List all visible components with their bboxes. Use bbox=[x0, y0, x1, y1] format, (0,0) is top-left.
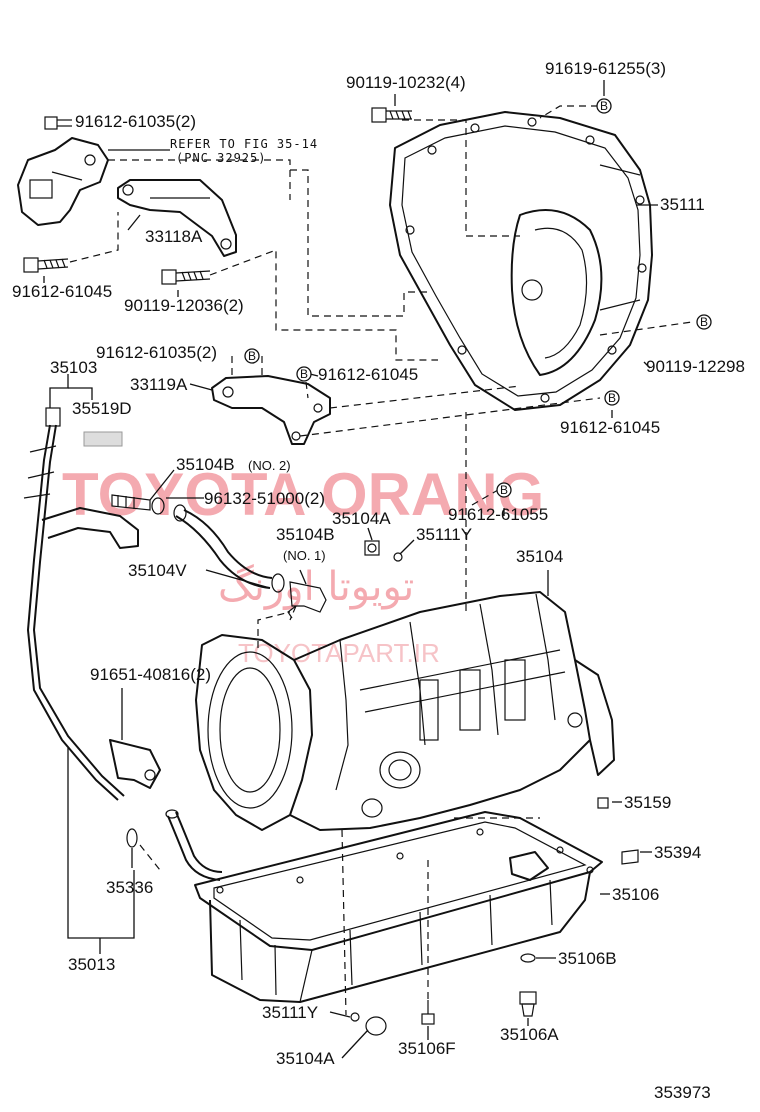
converter-housing bbox=[389, 111, 653, 411]
callout-b-mid-left: B bbox=[244, 348, 260, 364]
label-96132-51000: 96132-51000(2) bbox=[204, 489, 325, 508]
bolt-90119-12036 bbox=[161, 269, 211, 285]
bolt-91612-61035-top bbox=[44, 116, 72, 130]
oil-pan bbox=[194, 811, 603, 1003]
label-35104a-bottom: 35104A bbox=[276, 1049, 335, 1068]
label-35106a: 35106A bbox=[500, 1025, 559, 1044]
label-91612-61045-mid: 91612-61045 bbox=[318, 365, 418, 384]
callout-b-right: B bbox=[696, 314, 712, 330]
breather-plug-no2 bbox=[111, 494, 165, 515]
plug-35159 bbox=[597, 797, 609, 809]
oil-pan-pipe bbox=[165, 809, 223, 881]
svg-text:B: B bbox=[248, 349, 256, 363]
label-90119-12036: 90119-12036(2) bbox=[124, 296, 244, 315]
note-refer-line1: REFER TO FIG 35-14 bbox=[170, 137, 318, 151]
label-90119-12298: 90119-12298 bbox=[646, 357, 745, 376]
label-35111y-top: 35111Y bbox=[416, 525, 472, 544]
o-ring-35111y-top bbox=[393, 552, 403, 562]
watermark-site: TOYOTAPART.IR bbox=[238, 638, 440, 668]
callout-b-mid: B bbox=[296, 366, 312, 382]
label-91612-61035-mid: 91612-61035(2) bbox=[96, 343, 217, 362]
svg-text:B: B bbox=[600, 99, 608, 113]
label-91612-61055: 91612-61055 bbox=[448, 505, 548, 524]
watermark-brand: TOYOTA ORANG bbox=[62, 461, 544, 528]
label-91619-61255: 91619-61255(3) bbox=[545, 59, 666, 78]
label-35104b-no2: 35104B bbox=[176, 455, 235, 474]
plug-35104a-top bbox=[364, 540, 380, 556]
gasket-35106b bbox=[520, 953, 536, 963]
label-35106b: 35106B bbox=[558, 949, 617, 968]
label-91612-61045-left: 91612-61045 bbox=[12, 282, 112, 301]
transmission-case bbox=[195, 591, 615, 831]
svg-text:B: B bbox=[608, 391, 616, 405]
label-91612-61045-right: 91612-61045 bbox=[560, 418, 660, 437]
svg-text:B: B bbox=[700, 315, 708, 329]
label-35159: 35159 bbox=[624, 793, 671, 812]
label-35394: 35394 bbox=[654, 843, 701, 862]
bracket-33119a bbox=[211, 375, 331, 445]
label-35336: 35336 bbox=[106, 878, 153, 897]
drain-plug-35106a bbox=[519, 991, 537, 1017]
breather-plug-no1 bbox=[287, 581, 327, 619]
magnet-35394 bbox=[621, 849, 639, 865]
bracket-33118a bbox=[117, 179, 237, 257]
label-35013: 35013 bbox=[68, 955, 115, 974]
bolt-35106f bbox=[421, 1000, 435, 1025]
label-33118a: 33118A bbox=[145, 227, 203, 246]
referenced-bracket-assembly bbox=[17, 137, 109, 226]
diagram-number: 353973 bbox=[654, 1083, 711, 1102]
bolt-90119-10232 bbox=[371, 107, 412, 123]
bolt-91612-61045-left bbox=[23, 257, 69, 273]
svg-text:B: B bbox=[500, 483, 508, 497]
label-35106: 35106 bbox=[612, 885, 659, 904]
note-refer-line2: (PNC 32925) bbox=[176, 151, 266, 165]
plug-35104a-bottom bbox=[365, 1016, 387, 1036]
label-35104v: 35104V bbox=[128, 561, 187, 580]
label-91612-61035-top: 91612-61035(2) bbox=[75, 112, 196, 131]
label-no2: (NO. 2) bbox=[248, 458, 291, 473]
label-35104: 35104 bbox=[516, 547, 563, 566]
callout-b-top: B bbox=[596, 98, 612, 114]
label-35104a-top: 35104A bbox=[332, 509, 391, 528]
label-35106f: 35106F bbox=[398, 1039, 456, 1058]
label-35103: 35103 bbox=[50, 358, 97, 377]
o-ring-35111y-bottom bbox=[350, 1012, 360, 1022]
label-35519d: 35519D bbox=[72, 399, 132, 418]
label-35104b-no1: 35104B bbox=[276, 525, 335, 544]
dipstick-tube bbox=[23, 407, 161, 848]
svg-text:B: B bbox=[300, 367, 308, 381]
callout-b-center: B bbox=[496, 482, 512, 498]
leader-lines bbox=[43, 80, 658, 1059]
breather-hose-35104v bbox=[173, 504, 285, 593]
label-35111: 35111 bbox=[660, 195, 705, 214]
label-90119-10232: 90119-10232(4) bbox=[346, 73, 466, 92]
label-plate-35519d bbox=[83, 431, 123, 447]
callout-b-lower-right: B bbox=[604, 390, 620, 406]
label-35111y-bottom: 35111Y bbox=[262, 1003, 318, 1022]
label-33119a: 33119A bbox=[130, 375, 188, 394]
label-no1: (NO. 1) bbox=[283, 548, 326, 563]
label-91651-40816: 91651-40816(2) bbox=[90, 665, 211, 684]
alignment-lines bbox=[69, 105, 693, 1016]
